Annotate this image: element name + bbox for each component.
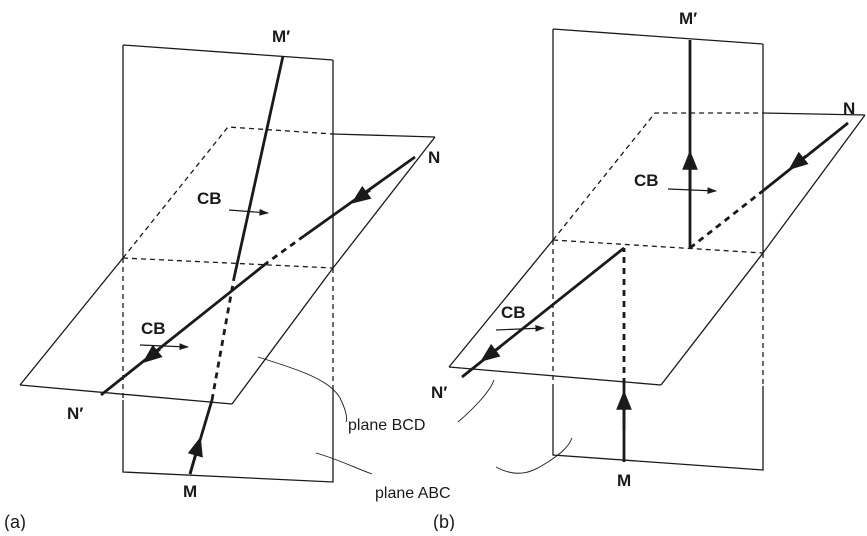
leader-abc-a [315,452,373,475]
cb-arrow-b-lower [495,325,545,332]
label-m-prime-a: M′ [272,27,290,46]
caption-b: (b) [433,512,455,531]
line-m-mprime-a-hidden [210,277,236,401]
line-n-nprime-a-hidden [267,234,305,264]
label-cb-a-upper: CB [197,189,222,208]
leader-bcd-b [457,379,495,423]
line-nprime-b-lower [461,246,625,379]
plane-abc-b-hidden [552,240,764,388]
callout-plane-abc: plane ABC [375,485,451,502]
panel-a: M′ N CB CB N′ M (a) [4,27,440,532]
label-n-prime-a: N′ [67,404,83,423]
label-m-b: M [617,471,631,490]
panel-b: M′ N CB CB N′ M (b) [431,9,866,532]
label-cb-b-upper: CB [634,171,659,190]
callout-plane-bcd: plane BCD [348,417,425,434]
caption-a: (a) [4,512,26,531]
leader-bcd-a [257,356,348,423]
label-m-a: M [183,482,197,501]
arrow-n-a-lower [142,344,163,364]
label-m-prime-b: M′ [679,9,697,28]
label-n-a: N [428,148,440,167]
plane-abc-a [122,44,334,483]
cb-arrow-b-upper [667,187,717,194]
leader-abc-b [495,437,573,474]
plane-bcd-a [19,133,436,405]
callouts: plane BCD plane ABC [257,356,573,502]
arrow-m-a [187,436,203,475]
arrow-n-a-upper [351,185,372,204]
label-cb-a-lower: CB [141,319,166,338]
line-n-b-hidden [689,188,765,250]
cb-arrow-a-upper [228,208,269,216]
cb-arrow-a-lower [139,343,189,350]
plane-bcd-a-hidden [122,126,334,269]
label-cb-b-lower: CB [501,303,526,322]
plane-bcd-b-hidden [552,112,764,254]
plane-bcd-b [448,112,866,386]
arrow-n-b-upper [788,151,809,171]
label-n-b: N [843,99,855,118]
plane-abc-b [552,28,764,471]
label-n-prime-b: N′ [431,383,447,402]
arrow-n-b-lower [480,343,501,362]
